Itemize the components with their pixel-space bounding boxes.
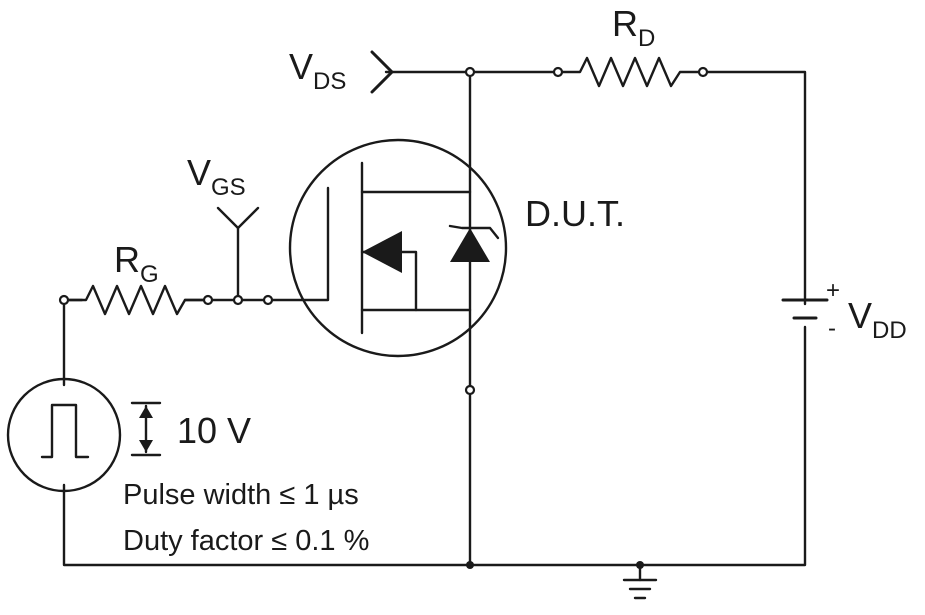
vdd-label: VDD <box>848 295 907 344</box>
rd-label-main: R <box>612 3 638 44</box>
vgs-label-main: V <box>187 152 211 193</box>
junction-dots <box>466 561 644 569</box>
rg-label-sub: G <box>140 261 159 288</box>
rd-resistor <box>556 56 705 88</box>
rd-label: RD <box>612 3 655 52</box>
dut-label: D.U.T. <box>525 193 625 234</box>
ground-symbol <box>622 563 658 600</box>
vds-label-sub: DS <box>313 68 346 95</box>
vgs-probe <box>216 206 260 230</box>
vds-label-main: V <box>289 46 313 87</box>
amplitude-arrow <box>130 401 162 457</box>
vdd-plus-sign: + <box>826 277 840 304</box>
vdd-minus-sign: - <box>828 315 836 342</box>
rg-resistor <box>62 284 210 316</box>
vdd-label-main: V <box>848 295 872 336</box>
rg-label-main: R <box>114 239 140 280</box>
amplitude-label: 10 V <box>177 410 251 451</box>
vdd-label-sub: DD <box>872 317 907 344</box>
vgs-label: VGS <box>187 152 246 201</box>
terminals <box>58 66 709 396</box>
rg-label: RG <box>114 239 159 288</box>
rd-label-sub: D <box>638 25 655 52</box>
dut-mosfet <box>288 138 508 358</box>
vdd-battery <box>781 298 829 320</box>
vds-label: VDS <box>289 46 346 95</box>
vds-probe-arrow <box>370 50 394 94</box>
vgs-label-sub: GS <box>211 174 246 201</box>
pulse-width-note: Pulse width ≤ 1 µs <box>123 479 359 511</box>
pulse-generator <box>6 377 122 493</box>
duty-factor-note: Duty factor ≤ 0.1 % <box>123 525 369 557</box>
